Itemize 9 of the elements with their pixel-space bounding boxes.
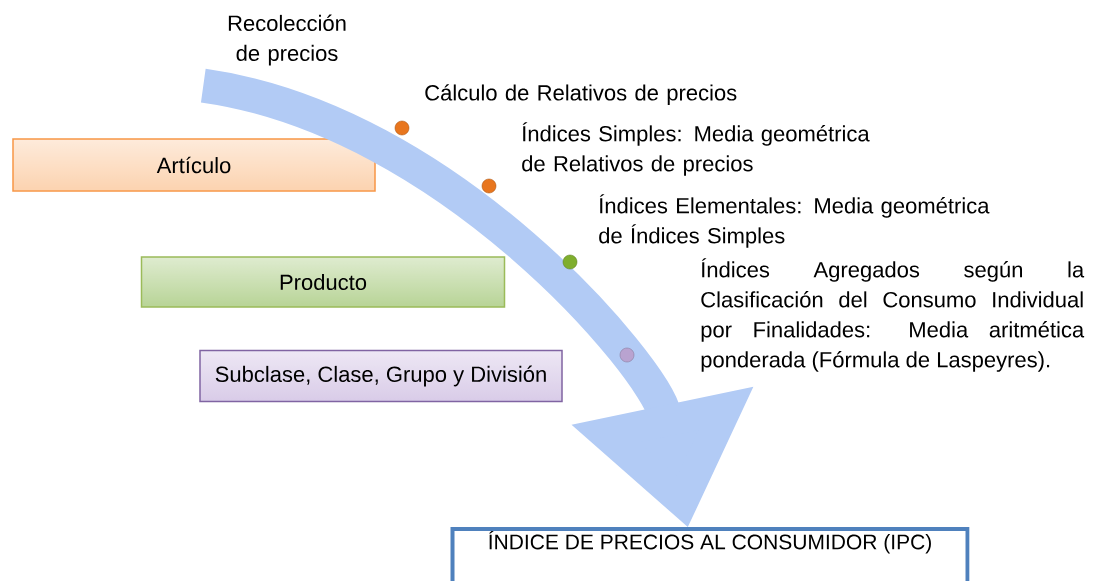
level-box: Artículo bbox=[12, 138, 376, 192]
level-box: Producto bbox=[140, 256, 506, 308]
level-box: Subclase, Clase, Grupo y División bbox=[199, 349, 563, 403]
result-box: ÍNDICE DE PRECIOS AL CONSUMIDOR (IPC) bbox=[450, 527, 970, 581]
step-text: Índices Elementales: Media geométrica de Índices Simples bbox=[599, 194, 990, 248]
step-text: Índices Simples: Media geométrica de Relativos de precios bbox=[522, 122, 870, 176]
step-text: Cálculo de Relativos de precios bbox=[425, 84, 737, 105]
step-text: Índices Agregados según la Clasificación del Consumo Individual por Finalidades: Media aritmética ponderada (Fórmula de Laspeyres). bbox=[701, 258, 1085, 372]
start-text: Recolección de precios bbox=[228, 14, 346, 66]
